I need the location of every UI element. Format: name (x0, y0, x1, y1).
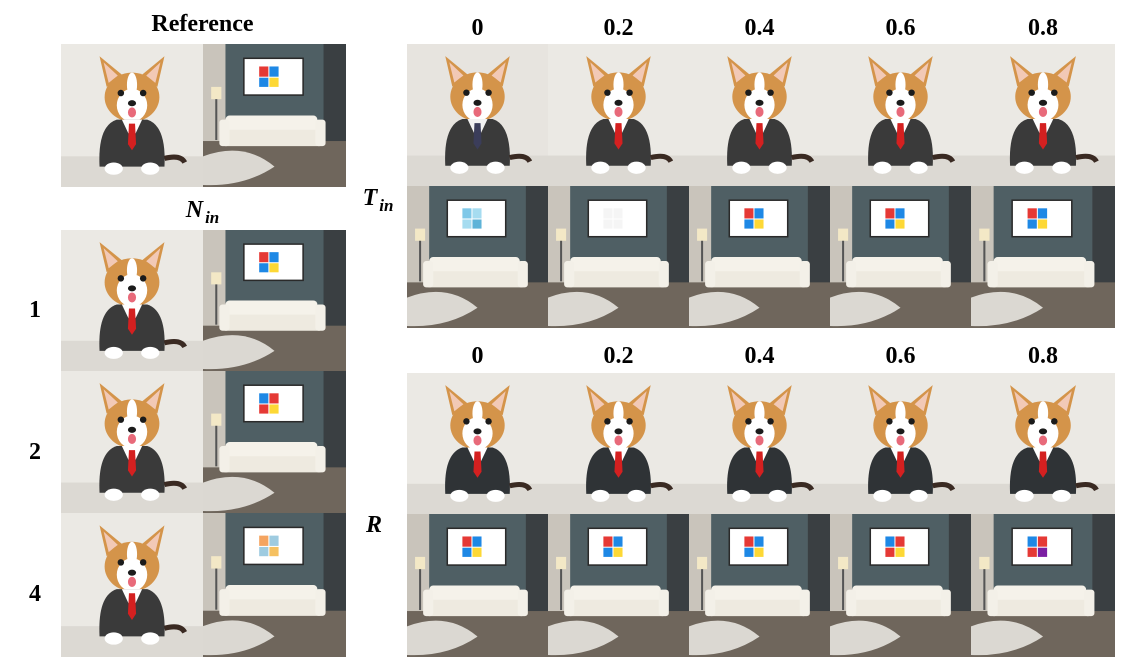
n-in-4-dog-image (61, 513, 203, 657)
r-dog-4-image (971, 373, 1115, 514)
r-room-4-image (971, 514, 1115, 657)
t-in-room-1-image (548, 186, 689, 328)
reference-title: Reference (151, 11, 254, 37)
t-in-main: T (362, 185, 378, 211)
t-in-sub: in (379, 196, 394, 215)
r-room-2-image (689, 514, 830, 657)
bottom-col-label-3: 0.6 (885, 343, 916, 369)
bottom-col-label-2: 0.4 (744, 343, 775, 369)
r-dog-2-image (689, 373, 830, 514)
n-in-1-room-image (203, 230, 346, 371)
row-label-2: 2 (29, 439, 41, 465)
r-room-0-image (407, 514, 548, 657)
top-col-label-4: 0.8 (1028, 15, 1058, 41)
n-in-4-room-image (203, 513, 346, 657)
t-in-room-2-image (689, 186, 830, 328)
top-col-label-3: 0.6 (885, 15, 916, 41)
n-in-1-dog-image (61, 230, 203, 371)
top-col-label-1: 0.2 (603, 15, 634, 41)
t-in-room-3-image (830, 186, 971, 328)
r-room-3-image (830, 514, 971, 657)
n-in-2-dog-image (61, 371, 203, 513)
t-in-dog-0-image (407, 44, 548, 186)
t-in-dog-3-image (830, 44, 971, 186)
t-in-room-0-image (407, 186, 548, 328)
row-label-1: 1 (29, 297, 41, 323)
n-in-2-room-image (203, 371, 346, 513)
bottom-col-label-0: 0 (471, 343, 484, 369)
r-dog-0-image (407, 373, 548, 514)
t-in-dog-1-image (548, 44, 689, 186)
n-in-sub: in (205, 208, 220, 227)
top-col-label-0: 0 (471, 15, 484, 41)
t-in-dog-2-image (689, 44, 830, 186)
reference-dog-image (61, 44, 203, 187)
t-in-dog-4-image (971, 44, 1115, 186)
top-col-label-2: 0.4 (744, 15, 775, 41)
t-in-room-4-image (971, 186, 1115, 328)
r-room-1-image (548, 514, 689, 657)
r-label: R (365, 512, 382, 538)
r-dog-3-image (830, 373, 971, 514)
n-in-main: N (185, 197, 204, 223)
r-dog-1-image (548, 373, 689, 514)
row-label-4: 4 (29, 581, 41, 607)
reference-room-image (203, 44, 346, 187)
bottom-col-label-1: 0.2 (603, 343, 634, 369)
bottom-col-label-4: 0.8 (1028, 343, 1058, 369)
